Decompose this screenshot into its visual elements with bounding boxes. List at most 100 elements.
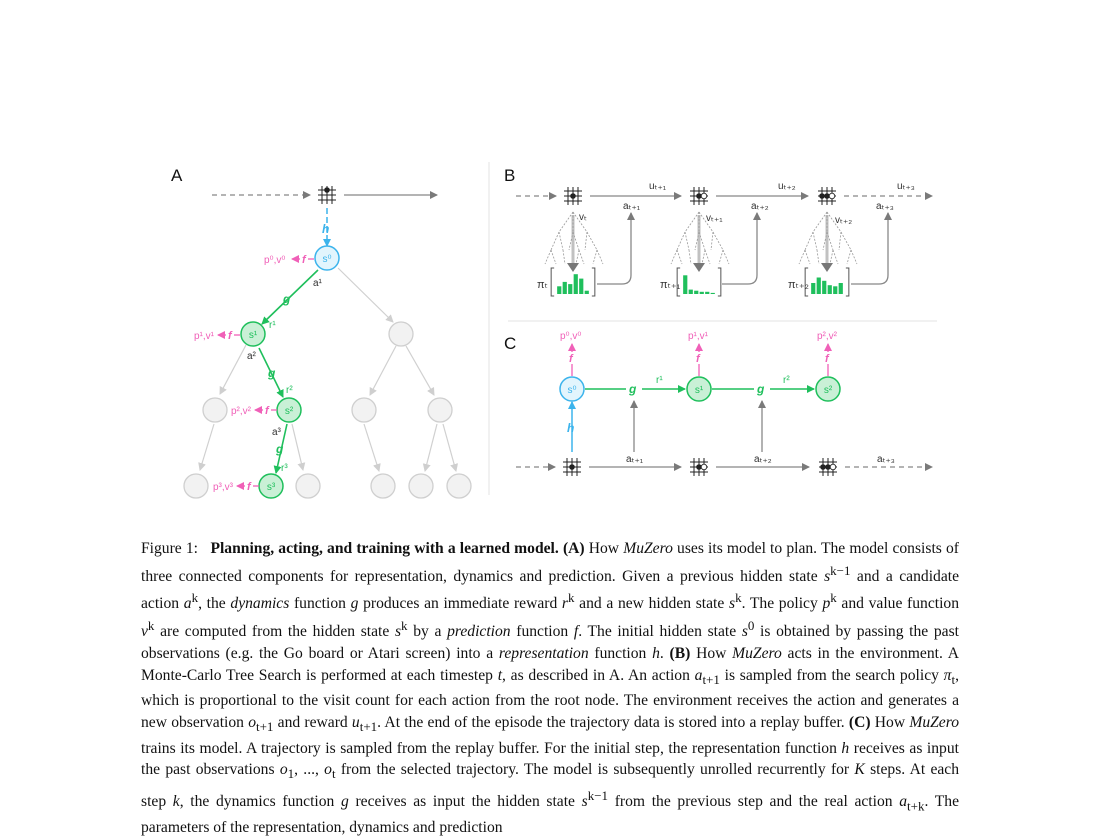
math: p xyxy=(822,595,831,613)
math-sup: k xyxy=(735,590,742,606)
policy-bar xyxy=(694,290,699,294)
caption-emph: representation xyxy=(498,644,589,662)
caption-text: . The policy xyxy=(741,595,823,613)
a-pv-1: p¹,v¹ f xyxy=(194,330,240,342)
b-u-1: uₜ₊₁ xyxy=(649,181,667,192)
caption-text: steps. At each step xyxy=(141,761,960,811)
policy-bar xyxy=(822,280,827,294)
c-f-1: f xyxy=(696,353,701,365)
c-a-3: aₜ₊₃ xyxy=(877,454,895,465)
b-down-arrows xyxy=(567,215,833,272)
a-unexplored-edges xyxy=(198,267,458,472)
c-g-label-2: g xyxy=(756,382,765,396)
c-g-label-1: g xyxy=(628,382,637,396)
caption-tag-b: (B) xyxy=(669,644,691,662)
policy-bar xyxy=(833,286,838,294)
b-a-2: aₜ₊₂ xyxy=(751,201,769,212)
math-sup: k xyxy=(191,590,199,606)
math: s xyxy=(581,793,588,811)
a-node-s0 xyxy=(314,245,340,271)
policy-bar xyxy=(827,285,832,294)
c-reward-2: r² xyxy=(783,375,790,386)
c-node-s0 xyxy=(559,376,585,402)
policy-bar xyxy=(811,283,816,294)
math: K xyxy=(854,761,865,779)
policy-bar xyxy=(688,289,693,294)
policy-bar xyxy=(683,275,688,294)
math-sub: t+1 xyxy=(359,718,378,734)
caption-text: . At the end of the episode the trajecto… xyxy=(377,713,849,731)
b-u-2: uₜ₊₂ xyxy=(778,181,796,192)
policy-bar xyxy=(557,286,562,294)
a-g-label-1: g xyxy=(282,292,291,306)
caption-text: and reward xyxy=(273,713,352,731)
math: s xyxy=(741,623,748,641)
caption-text: trains its model. A trajectory is sample… xyxy=(141,739,842,757)
math-sup: k xyxy=(401,618,408,634)
c-reward-1: r¹ xyxy=(656,375,663,386)
caption-text: . xyxy=(659,644,670,662)
c-node-s2-label: s² xyxy=(824,385,833,396)
a-action-1: a¹ xyxy=(313,278,323,289)
histogram-bracket-right xyxy=(845,267,850,297)
policy-bar xyxy=(705,291,710,294)
policy-bar xyxy=(816,277,821,294)
math: a xyxy=(183,595,192,613)
policy-bar xyxy=(579,278,584,294)
math: h xyxy=(652,644,660,662)
a-f-2: f xyxy=(265,405,270,417)
c-h-label: h xyxy=(567,421,574,435)
caption-text: from the selected trajectory. The model … xyxy=(335,761,855,779)
caption-text: , ..., xyxy=(294,761,325,779)
caption-text: is sampled from the search policy xyxy=(719,666,944,684)
a-h-label: h xyxy=(322,222,329,236)
math: s xyxy=(394,623,402,641)
math: o xyxy=(279,761,288,779)
a-reward-1: r¹ xyxy=(269,320,276,331)
caption-title: Planning, acting, and training with a le… xyxy=(210,540,559,557)
policy-bar xyxy=(699,291,704,294)
math: k xyxy=(172,793,180,811)
math-sub: t+1 xyxy=(702,671,720,687)
caption-muzero: MuZero xyxy=(623,540,673,557)
c-node-s0-label: s⁰ xyxy=(567,385,576,396)
histogram-bracket-left xyxy=(676,267,681,297)
caption-emph: prediction xyxy=(447,623,511,641)
caption-tag-a: (A) xyxy=(562,540,585,557)
a-pv-0-text: p⁰,v⁰ xyxy=(264,255,285,266)
a-f-0: f xyxy=(302,254,307,266)
caption-text: function xyxy=(289,595,351,613)
caption-muzero: MuZero xyxy=(909,713,960,731)
caption-text: How xyxy=(690,644,733,662)
b-a-1: aₜ₊₁ xyxy=(623,201,641,212)
caption-text: and a new hidden state xyxy=(574,595,729,613)
a-action-2: a² xyxy=(247,351,257,362)
panel-c-label: C xyxy=(504,334,516,353)
b-sample-arrow-2 xyxy=(851,212,892,285)
caption-text: acts in the environment. A Monte-Carlo T… xyxy=(141,644,960,684)
a-node-s1 xyxy=(240,321,266,347)
a-g-edge-3 xyxy=(273,423,288,474)
caption-prefix: Figure 1: xyxy=(141,540,198,557)
b-policy-histograms xyxy=(550,267,850,297)
math-sub: 1 xyxy=(287,766,295,782)
c-node-s2 xyxy=(815,376,841,402)
figure-caption: Figure 1: Planning, acting, and training… xyxy=(141,538,959,838)
b-sample-arrow-0 xyxy=(597,212,635,285)
math: v xyxy=(141,623,148,641)
policy-bar xyxy=(838,283,843,294)
a-g-edge-2 xyxy=(258,347,284,398)
b-pi-1: πₜ₊₁ xyxy=(660,279,681,291)
math: a xyxy=(899,793,908,811)
caption-text: , the dynamics function xyxy=(179,793,342,811)
math: t xyxy=(497,666,503,684)
caption-muzero: MuZero xyxy=(732,644,782,662)
math: h xyxy=(841,739,850,757)
a-g-edge-1 xyxy=(261,269,319,325)
policy-bar xyxy=(573,274,578,294)
a-node-s1-label: s¹ xyxy=(249,330,258,341)
c-pv-2: p²,v² xyxy=(817,331,838,342)
a-pv-3-text: p³,v³ xyxy=(213,482,234,493)
math-sup: k−1 xyxy=(587,787,609,803)
caption-text: How xyxy=(870,713,910,731)
